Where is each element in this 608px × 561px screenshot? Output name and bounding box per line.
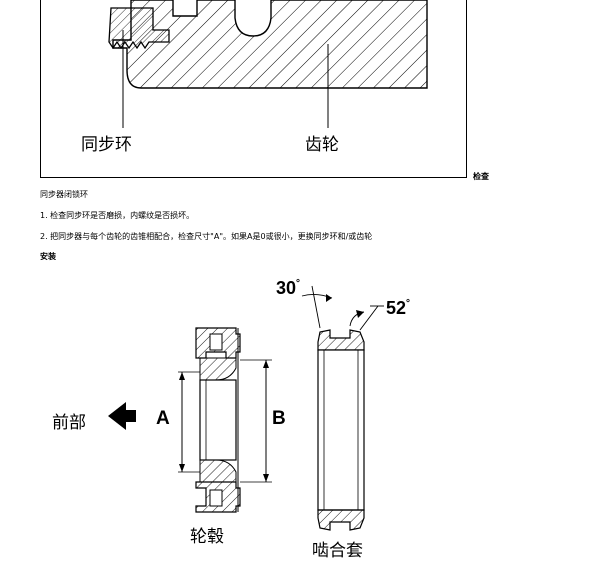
label-hub: 轮毂 [190,527,224,547]
front-arrow-icon [108,402,136,430]
sync-ring-section [108,7,170,50]
label-dimension-b: B [272,408,286,429]
install-diagram: 前部 A B 30° 52° 轮毂 啮合套 [40,268,460,561]
label-sleeve: 啮合套 [312,541,363,561]
label-angle-52: 52° [386,298,411,318]
sleeve-section [317,329,365,531]
sync-ring-gear-diagram [108,0,428,128]
subheading-sync-lock-ring: 同步器闭锁环 [40,190,88,199]
gear-section [112,0,428,89]
figure-frame-top: 同步环 齿轮 [40,0,467,178]
hub-section [195,327,241,513]
heading-install: 安装 [40,252,56,261]
step-1: 1. 检查同步环是否磨损，内螺纹是否损坏。 [40,211,195,220]
heading-inspect: 检查 [473,172,489,181]
label-gear: 齿轮 [305,135,339,155]
label-angle-30: 30° [276,278,301,298]
label-sync-ring: 同步环 [81,135,132,155]
label-front: 前部 [52,413,86,433]
label-dimension-a: A [156,408,170,429]
step-2: 2. 把同步器与每个齿轮的齿锥相配合，检查尺寸"A"。如果A是0或很小，更换同步… [40,232,373,241]
